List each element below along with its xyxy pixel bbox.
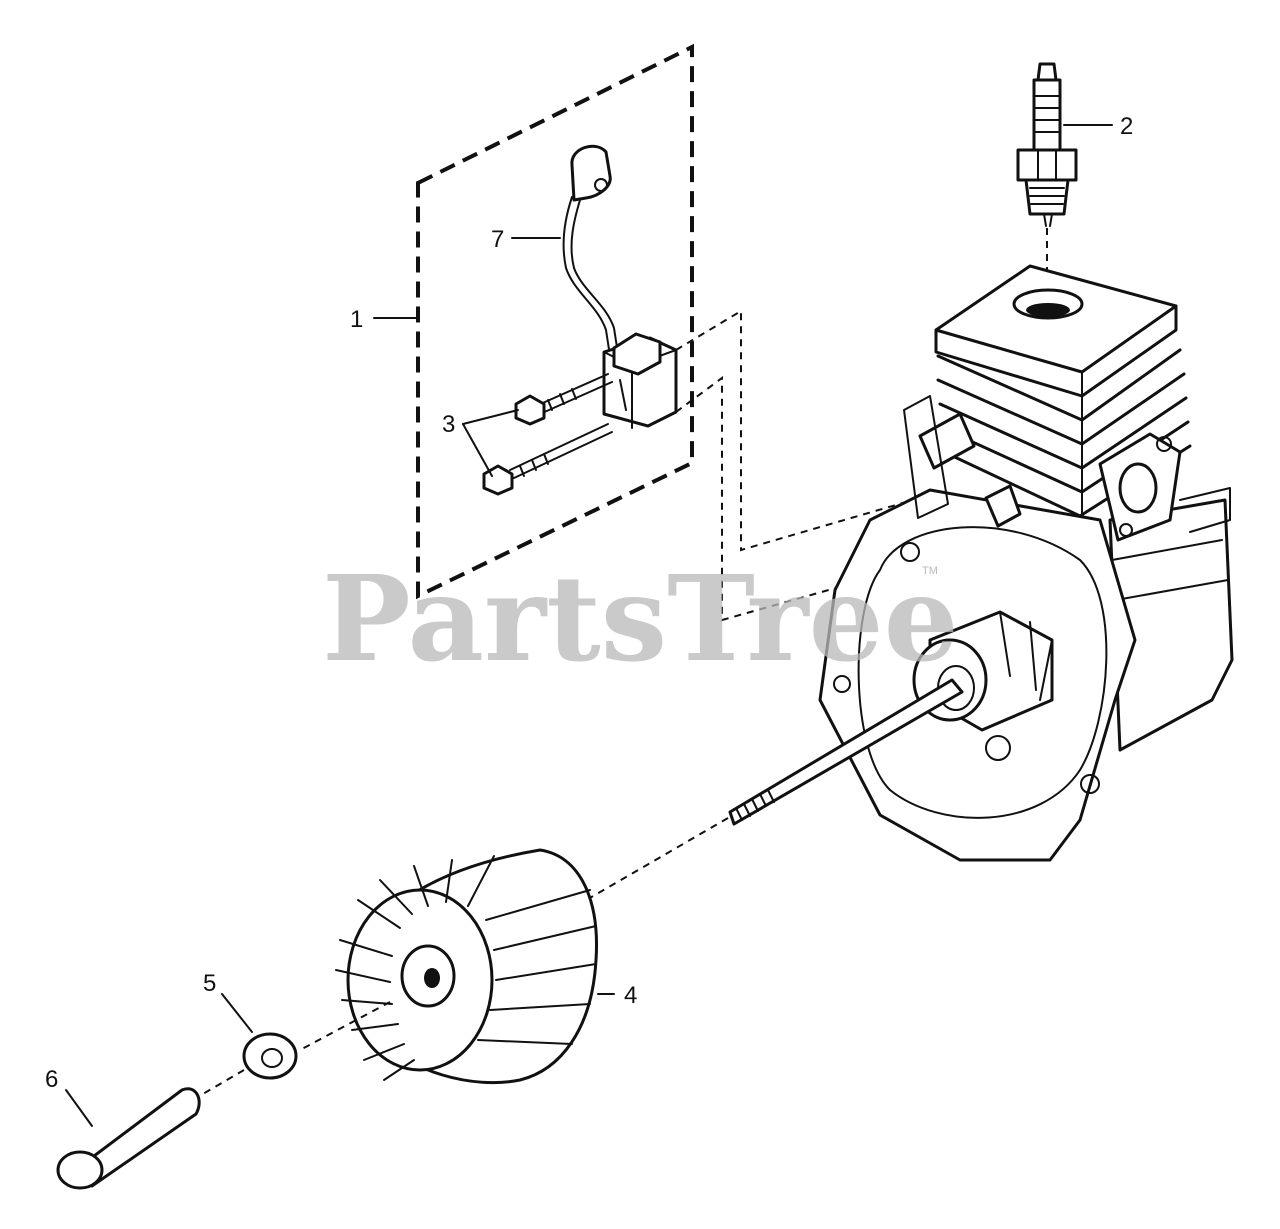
flywheel	[299, 848, 598, 1085]
washer	[195, 1032, 298, 1099]
callout-1: 1	[350, 306, 363, 333]
callout-5: 5	[203, 970, 216, 997]
callout-3: 3	[442, 411, 455, 438]
watermark: PartsTree TM	[322, 549, 959, 688]
leader-lines	[65, 124, 1113, 1127]
callout-7: 7	[491, 226, 504, 253]
callout-labels: 1 2 3 4 5 6 7	[45, 113, 1133, 1093]
watermark-text: PartsTree	[322, 549, 959, 688]
engine-block	[818, 264, 1234, 862]
callout-4: 4	[624, 982, 637, 1009]
screw-upper	[514, 373, 613, 426]
mounting-reference-lines	[675, 309, 921, 622]
callout-2: 2	[1120, 113, 1133, 140]
nut	[56, 1087, 201, 1190]
crankshaft	[461, 678, 964, 973]
callout-6: 6	[45, 1066, 58, 1093]
watermark-trademark: TM	[922, 565, 938, 577]
spark-plug	[1016, 62, 1078, 296]
screw-lower	[482, 423, 613, 496]
ignition-assembly-outline	[416, 43, 694, 600]
ignition-coil	[602, 332, 678, 429]
ignition-lead	[562, 144, 619, 357]
